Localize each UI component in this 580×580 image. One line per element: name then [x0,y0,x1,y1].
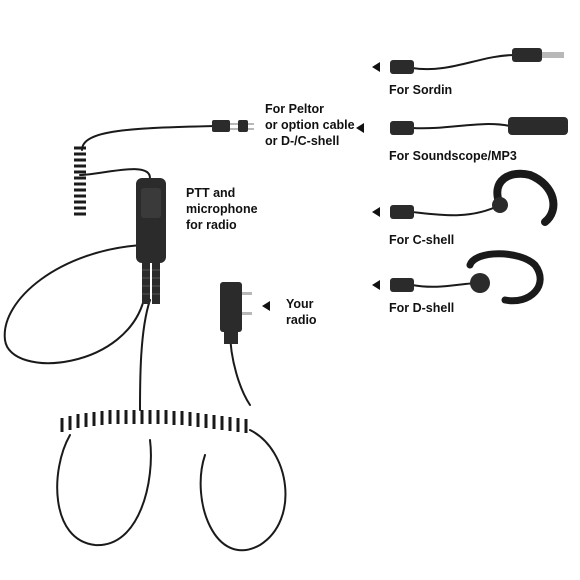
dshell-accessory [390,250,544,305]
arrow-left-icon [372,280,380,290]
coil-lower [60,410,248,433]
sordin-accessory [390,48,564,74]
cable-ptt-to-coil-lower [139,299,151,411]
label-sordin: For Sordin [389,83,453,97]
label-dshell: For D-shell [389,301,455,315]
label-soundscope: For Soundscope/MP3 [389,149,517,163]
soundscope-accessory [390,117,568,135]
label-peltor: For Peltor or option cable or D-/C-shell [265,101,355,149]
peltor-connector [212,120,254,132]
cable-dshell [411,282,481,288]
ptt-microphone-unit [136,178,166,304]
coil-upper [74,146,86,216]
label-ptt: PTT and microphone for radio [186,185,258,233]
cable-bottom-left-loop [56,434,152,547]
cable-soundscope [411,123,511,130]
cable-bottom-right-loop [199,429,287,552]
label-line: For Peltor [265,102,325,116]
cable-sordin [411,54,516,71]
label-your-radio: Your radio [286,296,317,328]
label-line: or D-/C-shell [265,134,340,148]
cable-cshell [411,204,501,217]
cshell-accessory [390,169,558,226]
label-line: Your [286,297,314,311]
arrow-left-icon [372,207,380,217]
arrow-left-icon [356,123,364,133]
radio-connector [220,282,252,344]
label-line: radio [286,313,317,327]
label-line: microphone [186,202,258,216]
label-line: PTT and [186,186,236,200]
label-line: for radio [186,218,237,232]
coil-cable-upper [81,125,216,151]
label-line: or option cable [265,118,355,132]
arrow-left-icon [372,62,380,72]
cable-ptt-to-coil [79,168,151,179]
label-cshell: For C-shell [389,233,455,247]
arrow-left-icon [262,301,270,311]
cable-left-loop [3,244,146,365]
